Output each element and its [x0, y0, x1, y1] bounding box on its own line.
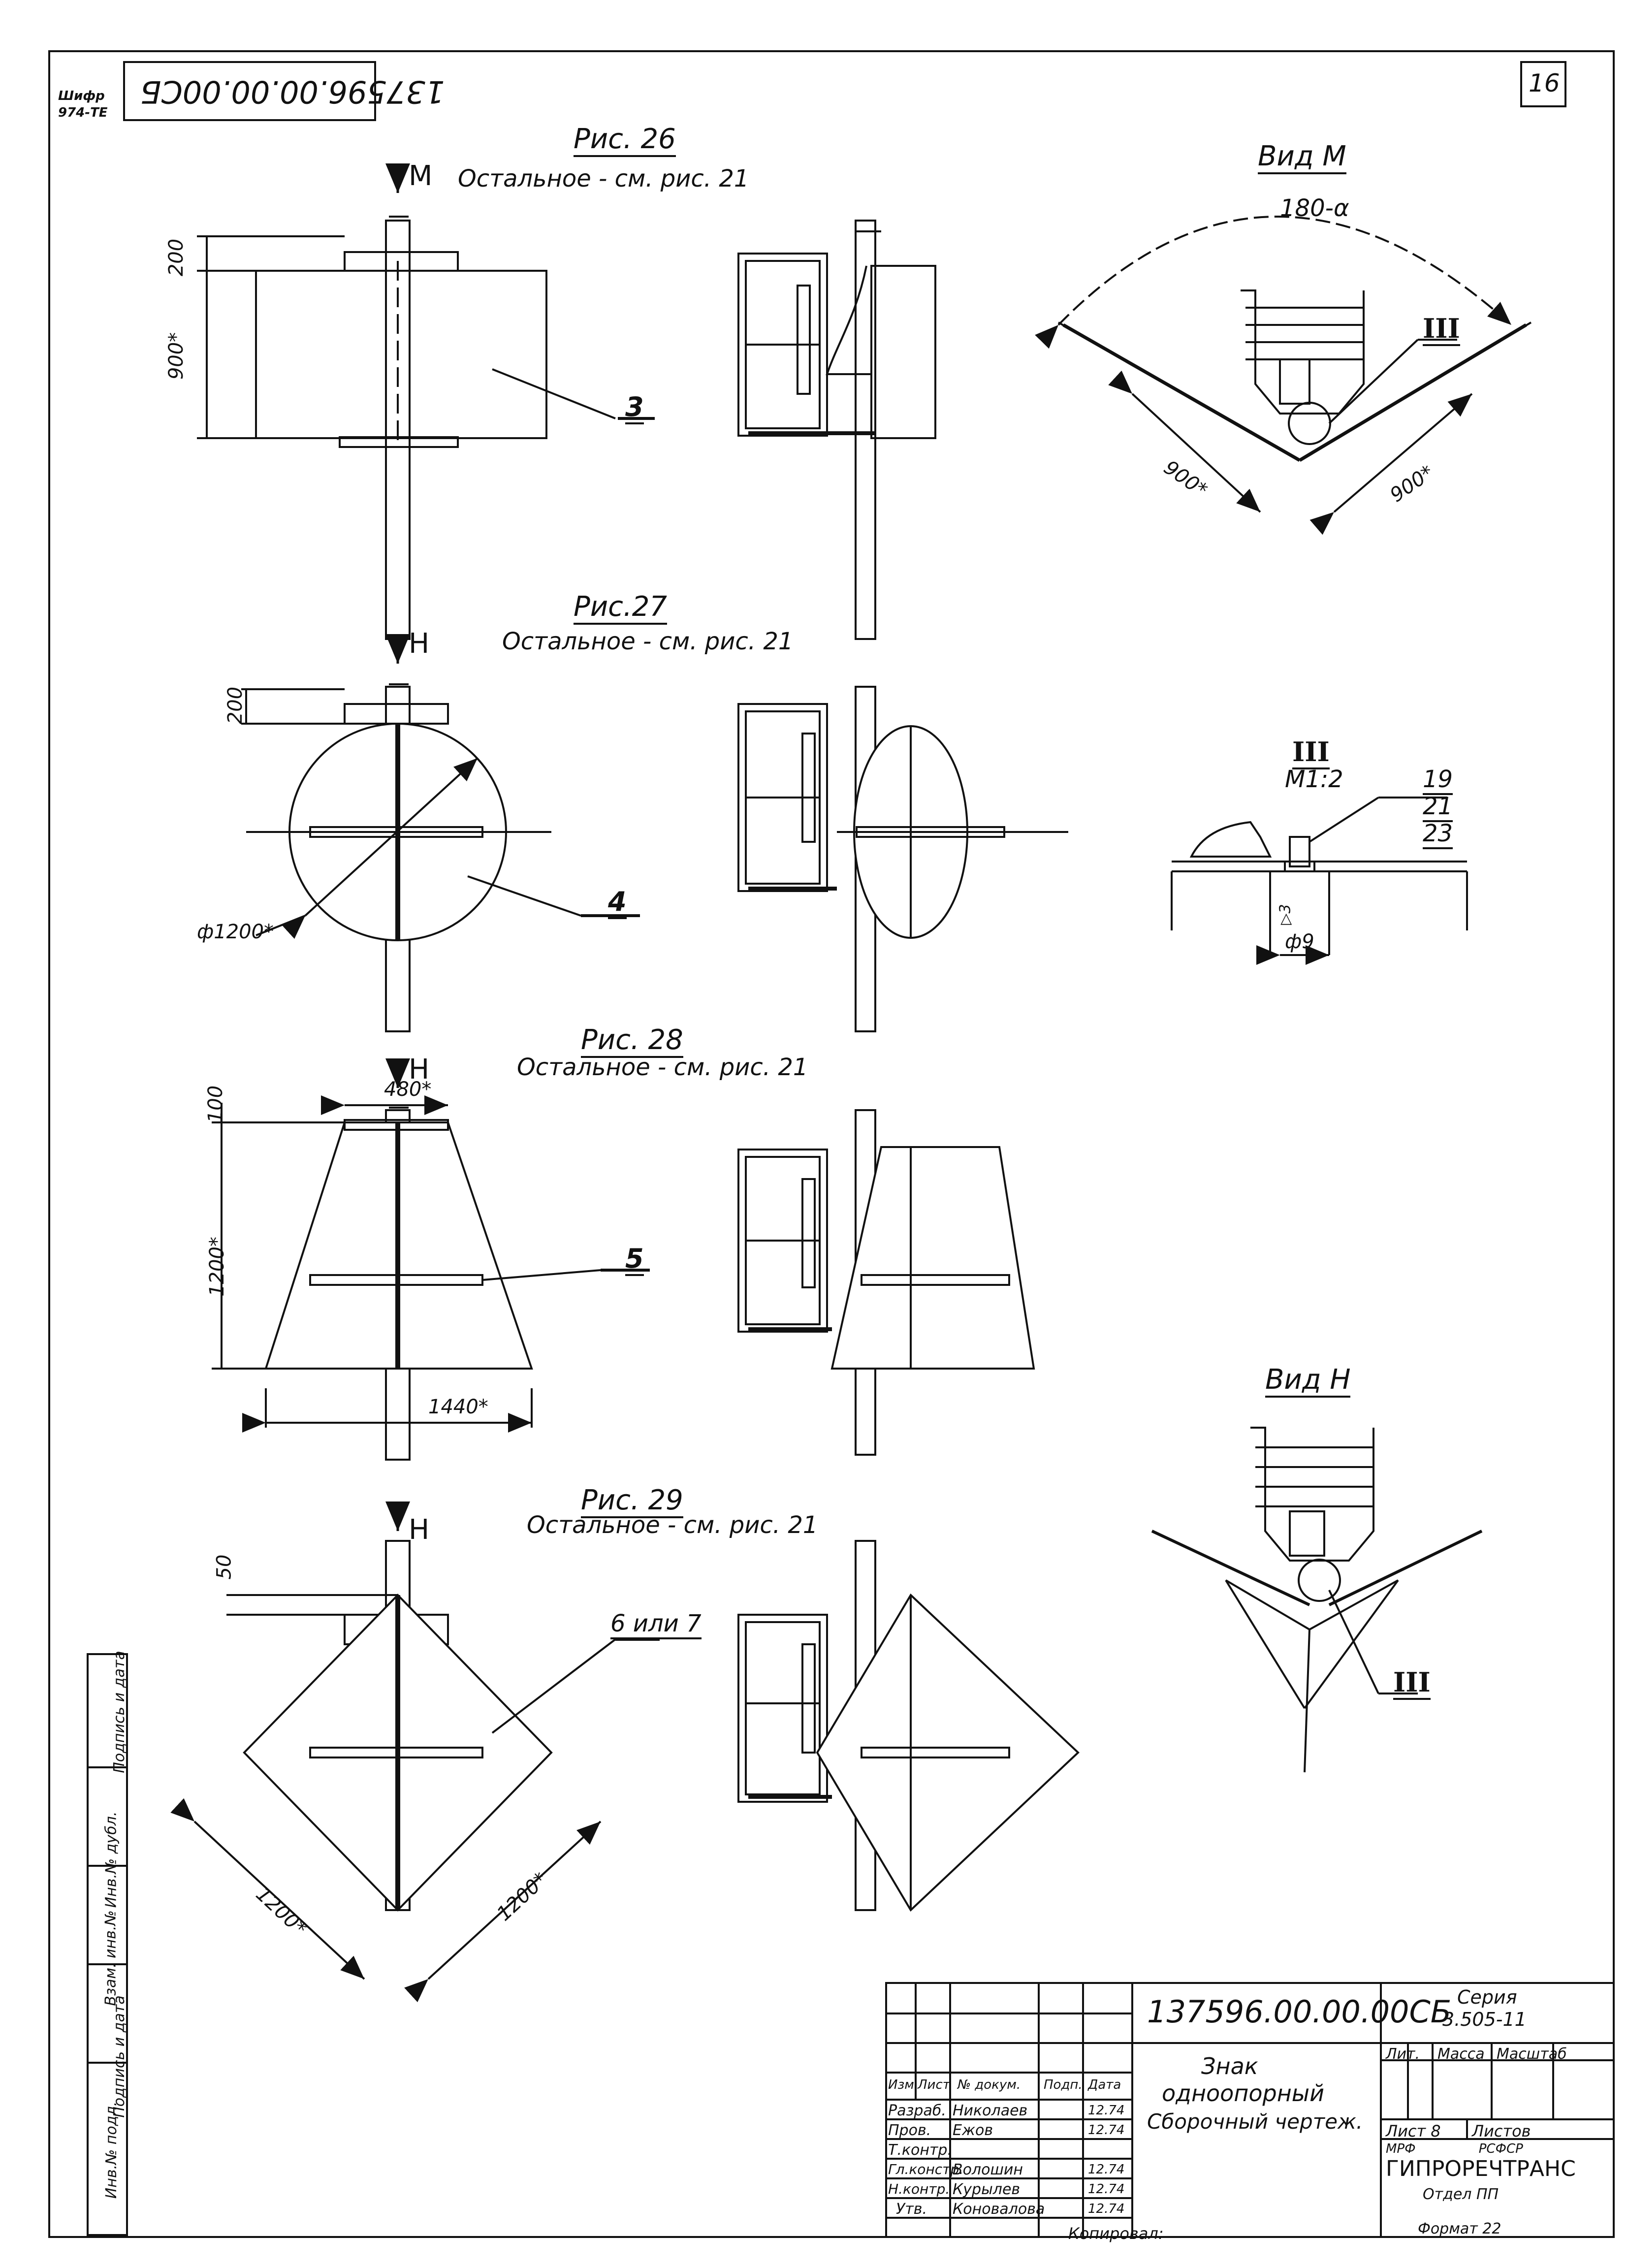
sheet-number-box	[1520, 61, 1566, 107]
tb-col-date: Дата	[1088, 2077, 1121, 2092]
side-stamp-2: Подпись и дата	[110, 1995, 128, 2118]
tb-copied: Копировал:	[1068, 2224, 1164, 2243]
tb-org-name: ГИПРОРЕЧТРАНС	[1386, 2156, 1576, 2181]
fig26-view-letter: М	[409, 160, 433, 192]
fig27-drawing	[241, 634, 1068, 1032]
tb-row-role-1: Разраб.	[888, 2102, 946, 2119]
tb-series-value: 3.505-11	[1442, 2009, 1527, 2030]
tb-title-2: одноопорный	[1162, 2080, 1325, 2107]
tb-doc-code: 137596.00.00.00СБ	[1147, 1994, 1452, 2030]
detail-iii-ref-23: 23	[1423, 820, 1453, 849]
title-block-grid	[885, 1982, 1615, 2238]
side-stamp-strip	[87, 1653, 128, 2236]
fig29-drawing	[170, 1501, 1080, 2003]
tb-col-list: Лист	[918, 2077, 950, 2092]
fig26-drawing	[197, 163, 936, 640]
tb-series-label: Серия	[1457, 1986, 1517, 2008]
fig27-dim-top: 200	[224, 686, 247, 725]
tb-title-3: Сборочный чертеж.	[1147, 2109, 1363, 2134]
view-m-detail-ref: III	[1423, 313, 1460, 346]
header-doc-code: 137596.00.00.00СБ	[140, 74, 445, 110]
side-stamp-3: Взам. инв.№	[102, 1910, 120, 2006]
fig26-dim-height: 900*	[165, 332, 188, 380]
fig29-callout: 6 или 7	[610, 1610, 702, 1639]
fig27-note: Остальное - см. рис. 21	[502, 628, 794, 655]
tb-row-date-2: 12.74	[1088, 2123, 1125, 2138]
tb-org-dept: Отдел ПП	[1423, 2186, 1499, 2203]
detail-iii-drawing	[1171, 797, 1468, 965]
detail-iii-ref-21: 21	[1423, 793, 1453, 822]
fig28-dim-bottom: 1440*	[428, 1396, 488, 1418]
sheet-number: 16	[1529, 69, 1560, 97]
fig26-caption: Рис. 26	[574, 123, 676, 157]
fig28-dim-top: 100	[204, 1085, 227, 1123]
fig28-note: Остальное - см. рис. 21	[517, 1054, 808, 1081]
tb-col-sign: Подп.	[1044, 2077, 1083, 2092]
view-n-caption: Вид Н	[1265, 1364, 1351, 1398]
header-code-box	[123, 61, 376, 121]
tb-row-name-4: Волошин	[953, 2161, 1023, 2178]
tb-row-date-4: 12.74	[1088, 2162, 1125, 2177]
tb-scale-header: Масштаб	[1497, 2045, 1567, 2063]
fig27-callout: 4	[608, 886, 627, 919]
fig28-dim-height: 1200*	[205, 1237, 228, 1297]
fig26-note: Остальное - см. рис. 21	[458, 165, 749, 192]
view-n-drawing	[1151, 1427, 1483, 1773]
fig26-callout: 3	[625, 391, 644, 424]
detail-iii-caption: III	[1292, 736, 1330, 769]
tb-lit-header: Лит.	[1386, 2045, 1420, 2063]
tb-row-role-6: Утв.	[896, 2201, 927, 2218]
sheet-frame	[48, 50, 1615, 2238]
view-m-angle: 180-α	[1280, 194, 1349, 222]
tb-col-izm: Изм.	[888, 2077, 919, 2092]
tb-sheet-label: Лист 8	[1386, 2122, 1441, 2140]
side-stamp-4: Инв.№ дубл.	[102, 1811, 120, 1908]
view-m-caption: Вид М	[1258, 140, 1346, 174]
fig27-dim-diameter: ф1200*	[197, 921, 274, 943]
view-n-detail-ref: III	[1393, 1666, 1431, 1700]
tb-col-doc: № докум.	[958, 2077, 1021, 2092]
corner-stamp-a: Шифр	[58, 89, 105, 103]
tb-row-date-1: 12.74	[1088, 2103, 1125, 2118]
fig29-dim-top: 50	[213, 1554, 236, 1580]
detail-iii-dim-depth: ▷3	[1277, 904, 1294, 925]
tb-mass-header: Масса	[1437, 2045, 1485, 2063]
tb-row-name-6: Коновалова	[953, 2201, 1045, 2218]
fig28-drawing	[212, 1058, 1035, 1461]
fig28-callout: 5	[625, 1243, 644, 1276]
tb-row-date-6: 12.74	[1088, 2202, 1125, 2216]
tb-title-1: Знак	[1201, 2053, 1258, 2079]
tb-row-role-5: Н.контр.	[888, 2181, 950, 2197]
fig28-view-letter: Н	[409, 1054, 430, 1086]
tb-row-name-2: Ежов	[953, 2122, 993, 2139]
fig29-view-letter: Н	[409, 1514, 430, 1546]
tb-row-name-1: Николаев	[953, 2102, 1028, 2119]
fig29-caption: Рис. 29	[581, 1484, 683, 1518]
fig27-caption: Рис.27	[574, 591, 668, 625]
fig29-note: Остальное - см. рис. 21	[527, 1511, 818, 1539]
view-m-drawing	[1035, 216, 1532, 535]
tb-format: Формат 22	[1418, 2220, 1501, 2237]
fig27-view-letter: Н	[409, 628, 430, 660]
tb-row-role-2: Пров.	[888, 2122, 931, 2139]
tb-row-name-5: Курылев	[953, 2181, 1021, 2198]
fig28-dim-top-width: 480*	[384, 1078, 432, 1101]
detail-iii-ref-19: 19	[1423, 766, 1453, 795]
tb-row-role-4: Гл.констр.	[888, 2161, 964, 2177]
tb-org-top: МРФ РСФСР	[1386, 2141, 1523, 2156]
detail-iii-dim-hole: ф9	[1285, 930, 1314, 953]
tb-row-role-3: Т.контр.	[888, 2141, 953, 2159]
fig28-caption: Рис. 28	[581, 1024, 683, 1058]
tb-row-date-5: 12.74	[1088, 2182, 1125, 2197]
detail-iii-scale: М1:2	[1285, 766, 1343, 793]
fig26-dim-top: 200	[165, 238, 188, 277]
tb-sheets-label: Листов	[1472, 2122, 1531, 2140]
side-stamp-5: Подпись и дата	[110, 1651, 128, 1773]
corner-stamp-b: 974-ТЕ	[58, 105, 108, 120]
